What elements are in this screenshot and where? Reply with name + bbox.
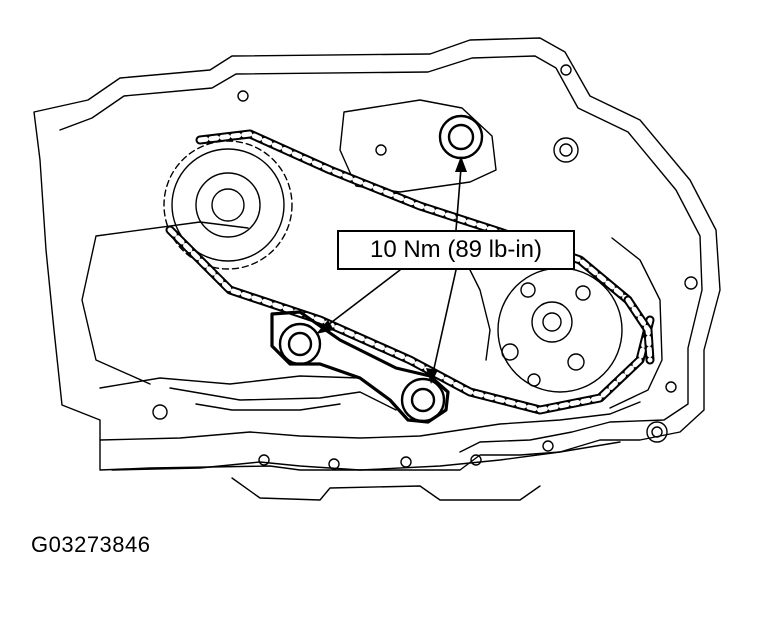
block-bolt-6 (665, 381, 677, 393)
lower-sprocket-hub (531, 301, 573, 343)
arrow-head-upper (455, 156, 467, 172)
pan-bolt-5 (542, 440, 554, 452)
lower-sprocket-hole-2 (575, 285, 591, 301)
upper-bracket (339, 99, 497, 193)
lower-sprocket-hole-4 (567, 353, 585, 371)
front-cover-seam (99, 375, 361, 389)
leader-to-left-bolt (327, 269, 401, 326)
cover-bolt-left (152, 404, 168, 420)
block-bolt-7 (646, 421, 668, 443)
torque-label: 10 Nm (89 lb-in) (369, 236, 543, 263)
chain-right-run-links (625, 297, 653, 363)
tensioner-shadow (195, 403, 341, 411)
pan-bolt-4 (470, 454, 482, 466)
oil-pan-lip (231, 477, 541, 501)
chain-upper-run-links (197, 131, 631, 303)
upper-bolt (447, 123, 475, 151)
front-cover-edge (81, 221, 249, 385)
upper-sprocket-ring (171, 148, 285, 262)
lower-sprocket-hole-5 (527, 373, 541, 387)
pan-bolt-3 (400, 456, 412, 468)
oil-pan-flange (99, 401, 641, 441)
tensioner-base (169, 387, 397, 411)
upper-bolt-washer (438, 114, 484, 160)
guide-arc (469, 269, 491, 361)
engine-block-inner-edge (59, 55, 703, 453)
torque-callout: 10 Nm (89 lb-in) (337, 230, 575, 270)
lower-sprocket-hole-3 (501, 343, 519, 361)
block-bolt-3 (553, 137, 579, 163)
pan-bolt-2 (328, 458, 340, 470)
block-bolt-2 (375, 144, 387, 156)
chain-lower-run-links (167, 227, 653, 413)
figure-id-label: G03273846 (31, 532, 151, 557)
tensioner-bolt-upper (287, 331, 313, 357)
engine-block-outline (33, 37, 721, 471)
leader-to-upper-bolt (455, 167, 462, 231)
tensioner-bolt-lower (410, 387, 436, 413)
upper-sprocket-center (211, 188, 245, 222)
arrow-head-left (316, 320, 334, 334)
tensioner-bolt-upper-washer (278, 322, 322, 366)
tensioner-bolt-lower-washer (400, 377, 446, 423)
block-bolt-8 (651, 426, 663, 438)
arrow-head-right (426, 368, 438, 384)
block-bolt-1 (237, 90, 249, 102)
block-bolt-4 (559, 143, 573, 157)
oil-pan-flange-lower (111, 441, 621, 471)
lower-sprocket-ring (497, 267, 623, 393)
lower-sprocket-center (542, 312, 562, 332)
upper-sprocket-teeth (163, 140, 293, 270)
chain-upper-run (195, 129, 633, 305)
engine-block-right-edge (609, 237, 663, 409)
upper-sprocket-hub (195, 172, 261, 238)
block-bolt-9 (560, 64, 572, 76)
lower-sprocket-hole-1 (520, 282, 536, 298)
pan-bolt-1 (258, 454, 270, 466)
block-bolt-5 (684, 276, 698, 290)
leader-to-right-bolt (432, 269, 457, 374)
